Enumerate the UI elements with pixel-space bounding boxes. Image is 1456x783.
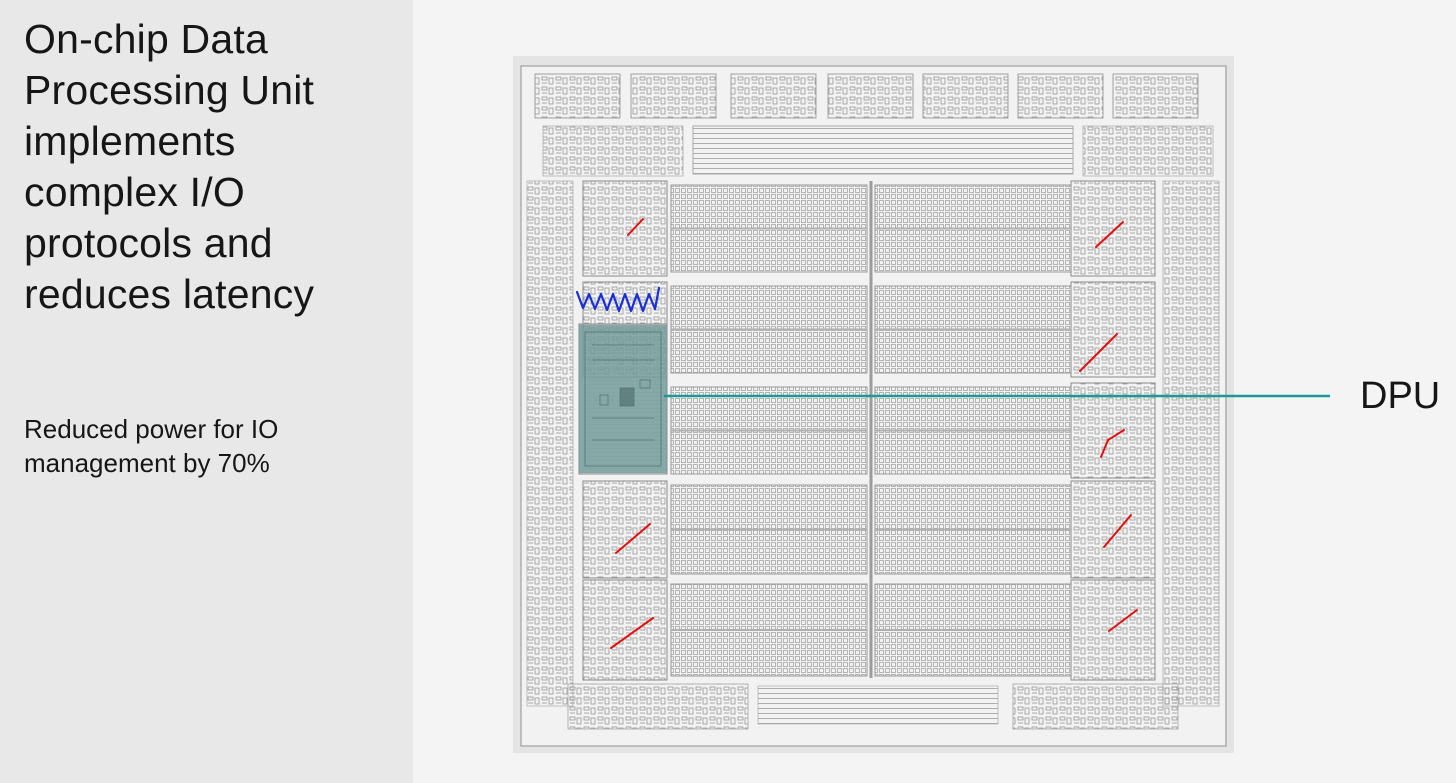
headline-line: protocols and	[24, 220, 273, 266]
note-line: management by 70%	[24, 448, 270, 478]
text-panel	[0, 0, 413, 783]
dpu-label: DPU	[1360, 375, 1441, 417]
note-line: Reduced power for IO	[24, 414, 279, 444]
headline-line: implements	[24, 118, 236, 164]
power-reduction-note: Reduced power for IO management by 70%	[24, 412, 384, 480]
chip-die-image	[513, 56, 1234, 753]
die-structure	[520, 65, 1227, 747]
headline-line: On-chip Data	[24, 16, 268, 62]
headline-line: complex I/O	[24, 169, 245, 215]
headline-line: reduces latency	[24, 271, 315, 317]
headline: On-chip Data Processing Unit implements …	[24, 14, 394, 320]
headline-line: Processing Unit	[24, 67, 315, 113]
